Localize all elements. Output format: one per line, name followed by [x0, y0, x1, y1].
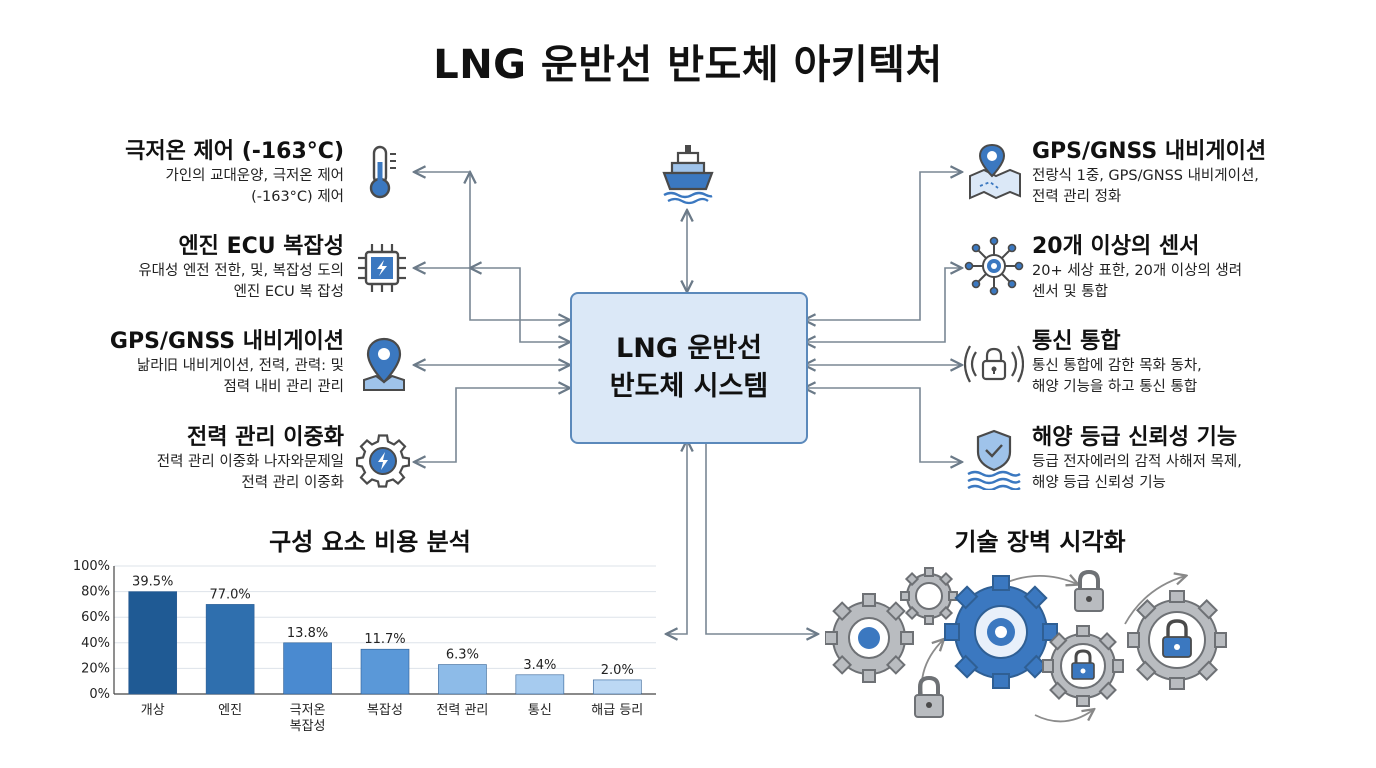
bar-data-label: 6.3% — [446, 648, 479, 663]
x-tick-label: 통신 — [528, 703, 552, 718]
power-gear-icon — [356, 434, 410, 488]
feature-desc: 등급 전자에러의 감적 사해저 목제, — [1032, 454, 1242, 470]
feature-desc: 해양 등급 신뢰성 기능 — [1032, 475, 1166, 491]
feature-title: GPS/GNSS 내비게이션 — [109, 329, 344, 354]
bar — [205, 604, 255, 695]
y-tick-label: 100% — [73, 559, 110, 574]
feature-engine-ecu: 엔진 ECU 복잡성 유대성 엔전 전한, 및, 복잡성 도의 엔진 ECU 복… — [44, 233, 344, 303]
bar-data-label: 13.8% — [287, 626, 328, 641]
y-tick-label: 20% — [81, 661, 110, 676]
page-title: LNG 운반선 반도체 아키텍처 — [433, 42, 943, 88]
bar — [592, 679, 642, 695]
y-tick-label: 80% — [81, 585, 110, 600]
x-tick-label: 엔진 — [218, 703, 242, 718]
secure-signal-icon — [964, 345, 1024, 383]
feature-desc: 전력 관리 이중화 나자와문제일 — [156, 454, 344, 470]
feature-desc: 전력 관리 이중화 — [241, 475, 344, 491]
feature-title: 엔진 ECU 복잡성 — [178, 234, 344, 259]
sensor-hub-icon — [964, 236, 1024, 296]
wire-left-4 — [414, 388, 570, 462]
bar — [128, 591, 178, 695]
feature-power-redundancy: 전력 관리 이중화 전력 관리 이중화 나자와문제일 전력 관리 이중화 — [44, 424, 344, 494]
x-tick-label: 전력 관리 — [436, 703, 488, 718]
feature-desc: 점력 내비 관리 관리 — [223, 379, 344, 395]
feature-title: 전력 관리 이중화 — [187, 425, 344, 450]
gears-locks-icon — [825, 567, 1227, 723]
feature-sensors: 20개 이상의 센서 20+ 세상 표한, 20개 이상의 생려 센서 및 통합 — [1032, 233, 1332, 303]
central-system-box: LNG 운반선 반도체 시스템 — [570, 292, 808, 444]
bar — [438, 664, 487, 695]
wire-right-2 — [804, 268, 962, 342]
x-tick-label: 극저온 — [290, 703, 326, 718]
feature-title: 극저온 제어 (-163°C) — [125, 139, 344, 164]
wire-bottom-left — [666, 440, 687, 634]
feature-marine-reliability: 해양 등급 신뢰성 기능 등급 전자에러의 감적 사해저 목제, 해양 등급 신… — [1032, 424, 1332, 494]
feature-gps-right: GPS/GNSS 내비게이션 전랑식 1중, GPS/GNSS 내비게이션, 전… — [1032, 138, 1332, 208]
feature-desc: 통신 통합에 감한 목화 동차, — [1032, 358, 1202, 374]
cost-bar-chart: 0% 20% 40% 60% 80% 100% 39.5% 개상 77.0% 엔진 13.8% 극저온… — [73, 559, 656, 734]
bar-data-label: 2.0% — [601, 663, 634, 678]
bar-data-label: 3.4% — [523, 658, 556, 673]
map-pin-icon — [969, 143, 1021, 200]
feature-desc: 전랑식 1중, GPS/GNSS 내비게이션, — [1032, 168, 1259, 184]
x-tick-label: 복잡성 — [367, 703, 403, 718]
ship-icon — [662, 145, 714, 205]
wire-left-2 — [470, 268, 570, 342]
feature-desc: 유대성 엔전 전한, 및, 복잡성 도의 — [138, 263, 344, 279]
feature-gps-left: GPS/GNSS 내비게이션 낢라旧 내비게이션, 전력, 관력: 및 점력 내… — [44, 328, 344, 398]
feature-desc: 가인의 교대운양, 극저온 제어 — [165, 168, 344, 184]
bar — [283, 642, 332, 695]
center-line-2: 반도체 시스템 — [609, 371, 769, 402]
feature-desc: 전력 관리 정화 — [1032, 189, 1122, 205]
x-tick-label: 해급 등리 — [591, 703, 643, 718]
shield-waves-icon — [967, 429, 1021, 490]
thermometer-icon — [369, 145, 396, 199]
feature-title: 통신 통합 — [1032, 329, 1121, 354]
y-tick-label: 40% — [81, 636, 110, 651]
bar-data-label: 39.5% — [132, 575, 173, 590]
feature-desc: 센서 및 통합 — [1032, 284, 1108, 300]
feature-title: GPS/GNSS 내비게이션 — [1032, 139, 1267, 164]
bar — [360, 648, 410, 695]
feature-title: 해양 등급 신뢰성 기능 — [1032, 425, 1238, 450]
feature-desc: 낢라旧 내비게이션, 전력, 관력: 및 — [136, 358, 344, 374]
chip-icon — [358, 244, 406, 292]
center-line-1: LNG 운반선 — [616, 333, 762, 364]
x-tick-label: 복잡성 — [290, 719, 326, 734]
wire-right-4 — [804, 388, 962, 462]
feature-desc: 해양 기능을 하고 통신 통합 — [1032, 379, 1198, 395]
feature-desc: (-163°C) 제어 — [251, 189, 344, 205]
feature-desc: 20+ 세상 표한, 20개 이상의 생려 — [1032, 263, 1243, 279]
feature-cryogenic: 극저온 제어 (-163°C) 가인의 교대운양, 극저온 제어 (-163°C… — [44, 138, 344, 208]
tech-barrier-title: 기술 장벽 시각화 — [954, 528, 1126, 556]
y-tick-label: 60% — [81, 610, 110, 625]
bar-data-label: 11.7% — [364, 632, 405, 647]
bar — [515, 674, 565, 695]
wire-right-1 — [804, 172, 962, 320]
feature-title: 20개 이상의 센서 — [1032, 234, 1200, 259]
feature-comm-integration: 통신 통합 통신 통합에 감한 목화 동차, 해양 기능을 하고 통신 통합 — [1032, 328, 1332, 398]
location-pin-icon — [363, 337, 405, 391]
x-tick-label: 개상 — [141, 703, 165, 718]
wire-bottom-right — [705, 440, 818, 634]
bar-data-label: 77.0% — [209, 587, 250, 602]
y-tick-label: 0% — [89, 687, 110, 702]
cost-analysis-title: 구성 요소 비용 분석 — [269, 528, 471, 556]
feature-desc: 엔진 ECU 복 잡성 — [233, 284, 344, 300]
